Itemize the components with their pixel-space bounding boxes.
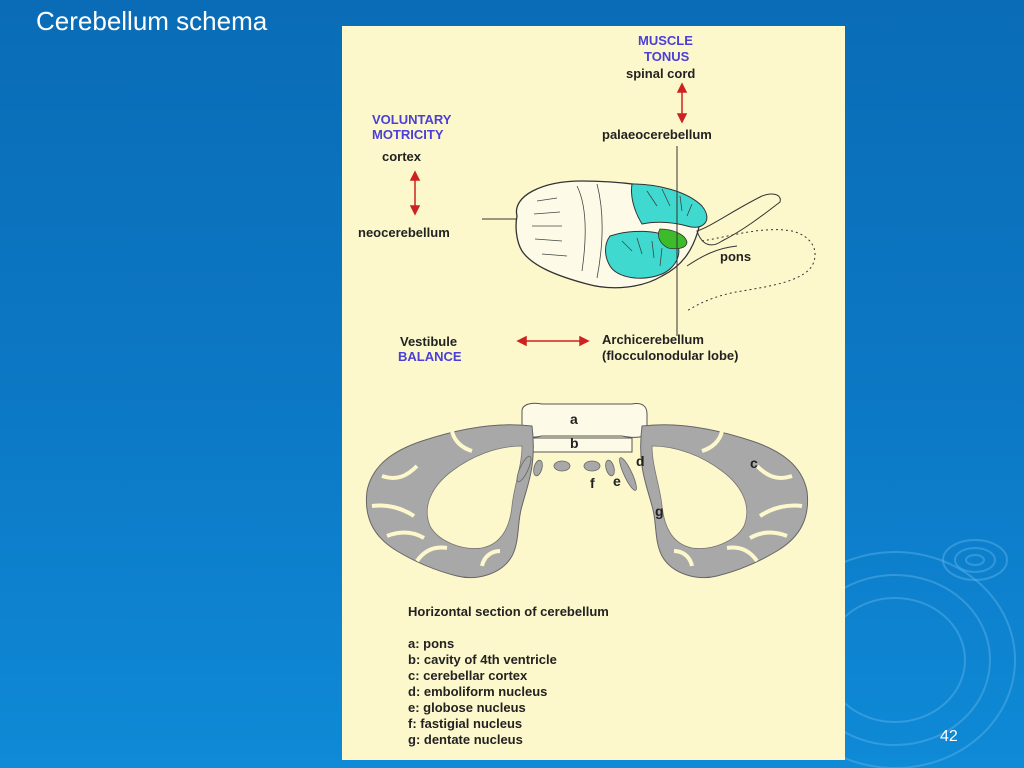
legend-item-e: e: globose nucleus [408, 700, 526, 715]
letter-c: c [750, 455, 758, 471]
voluntary-label-2: MOTRICITY [372, 127, 444, 142]
cerebellum-sagittal-drawing [482, 146, 816, 336]
legend-item-b: b: cavity of 4th ventricle [408, 652, 557, 667]
flocculonodular-label: (flocculonodular lobe) [602, 348, 739, 363]
letter-g: g [655, 503, 664, 519]
cerebellum-figure: MUSCLE TONUS spinal cord palaeocerebellu… [342, 26, 845, 760]
vestibule-label: Vestibule [400, 334, 457, 349]
archicerebellum-label: Archicerebellum [602, 332, 704, 347]
spinal-cord-label: spinal cord [626, 66, 695, 81]
neocerebellum-label: neocerebellum [358, 225, 450, 240]
letter-a: a [570, 411, 578, 427]
muscle-tonus-label-2: TONUS [644, 49, 690, 64]
section-caption: Horizontal section of cerebellum [408, 604, 609, 619]
muscle-tonus-label-1: MUSCLE [638, 33, 693, 48]
balance-label: BALANCE [398, 349, 462, 364]
slide-title: Cerebellum schema [36, 6, 268, 36]
section-legend: a: pons b: cavity of 4th ventricle c: ce… [408, 636, 557, 747]
legend-item-g: g: dentate nucleus [408, 732, 523, 747]
legend-item-c: c: cerebellar cortex [408, 668, 528, 683]
tonus-arrow [676, 82, 688, 124]
legend-item-d: d: emboliform nucleus [408, 684, 547, 699]
horizontal-section-drawing [365, 402, 809, 579]
motricity-arrow [409, 170, 421, 216]
cerebellum-diagram: MUSCLE TONUS spinal cord palaeocerebellu… [358, 33, 816, 747]
letter-f: f [590, 475, 595, 491]
palaeocerebellum-label: palaeocerebellum [602, 127, 712, 142]
pons-label: pons [720, 249, 751, 264]
letter-e: e [613, 473, 621, 489]
letter-b: b [570, 435, 579, 451]
letter-d: d [636, 453, 645, 469]
voluntary-label-1: VOLUNTARY [372, 112, 452, 127]
cortex-label: cortex [382, 149, 422, 164]
slide-number: 42 [940, 728, 958, 745]
legend-item-f: f: fastigial nucleus [408, 716, 522, 731]
legend-item-a: a: pons [408, 636, 454, 651]
balance-arrow [516, 335, 590, 347]
